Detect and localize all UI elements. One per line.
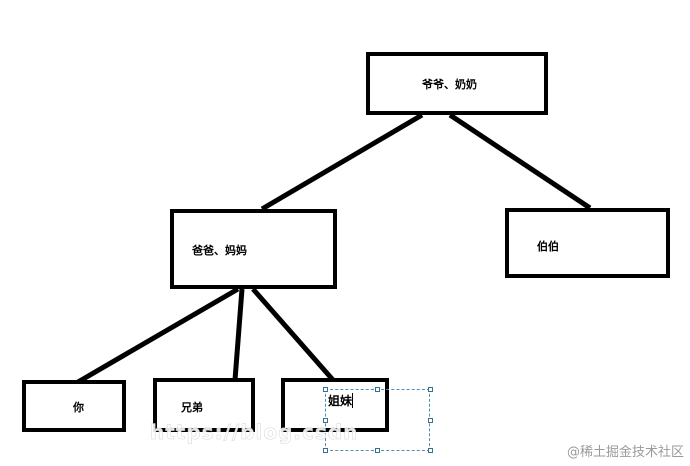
resize-handle-top-right[interactable] [428,387,433,392]
node-brothers[interactable]: 兄弟 [153,378,255,432]
node-uncle[interactable]: 伯伯 [505,208,670,278]
node-label-brothers: 兄弟 [181,401,203,414]
node-label-uncle: 伯伯 [537,240,559,253]
node-sisters[interactable] [281,378,389,432]
node-you[interactable]: 你 [22,380,126,432]
edge-grandparents-uncle [448,112,592,211]
text-caret [352,393,353,408]
resize-handle-top-left[interactable] [323,387,328,392]
edge-parents-you [76,286,240,385]
overlay-url-text: https://blog.csdn [150,420,359,445]
node-label-sisters[interactable]: 姐妹 [328,394,353,408]
node-label-you: 你 [73,401,84,414]
resize-handle-top-center[interactable] [375,387,380,392]
edge-parents-sisters [251,287,335,382]
resize-handle-middle-left[interactable] [323,418,328,423]
resize-handle-bottom-center[interactable] [375,448,380,453]
watermark: @稀土掘金技术社区 [566,445,684,460]
resize-handle-bottom-right[interactable] [428,448,433,453]
edge-parents-brothers [232,288,245,381]
node-label-parents: 爸爸、妈妈 [192,244,247,257]
node-parents[interactable]: 爸爸、妈妈 [170,209,337,289]
node-label-grandparents: 爷爷、奶奶 [422,78,477,91]
node-grandparents[interactable]: 爷爷、奶奶 [366,52,548,115]
resize-handle-middle-right[interactable] [428,418,433,423]
edge-grandparents-parents [260,112,424,212]
resize-handle-bottom-left[interactable] [323,448,328,453]
